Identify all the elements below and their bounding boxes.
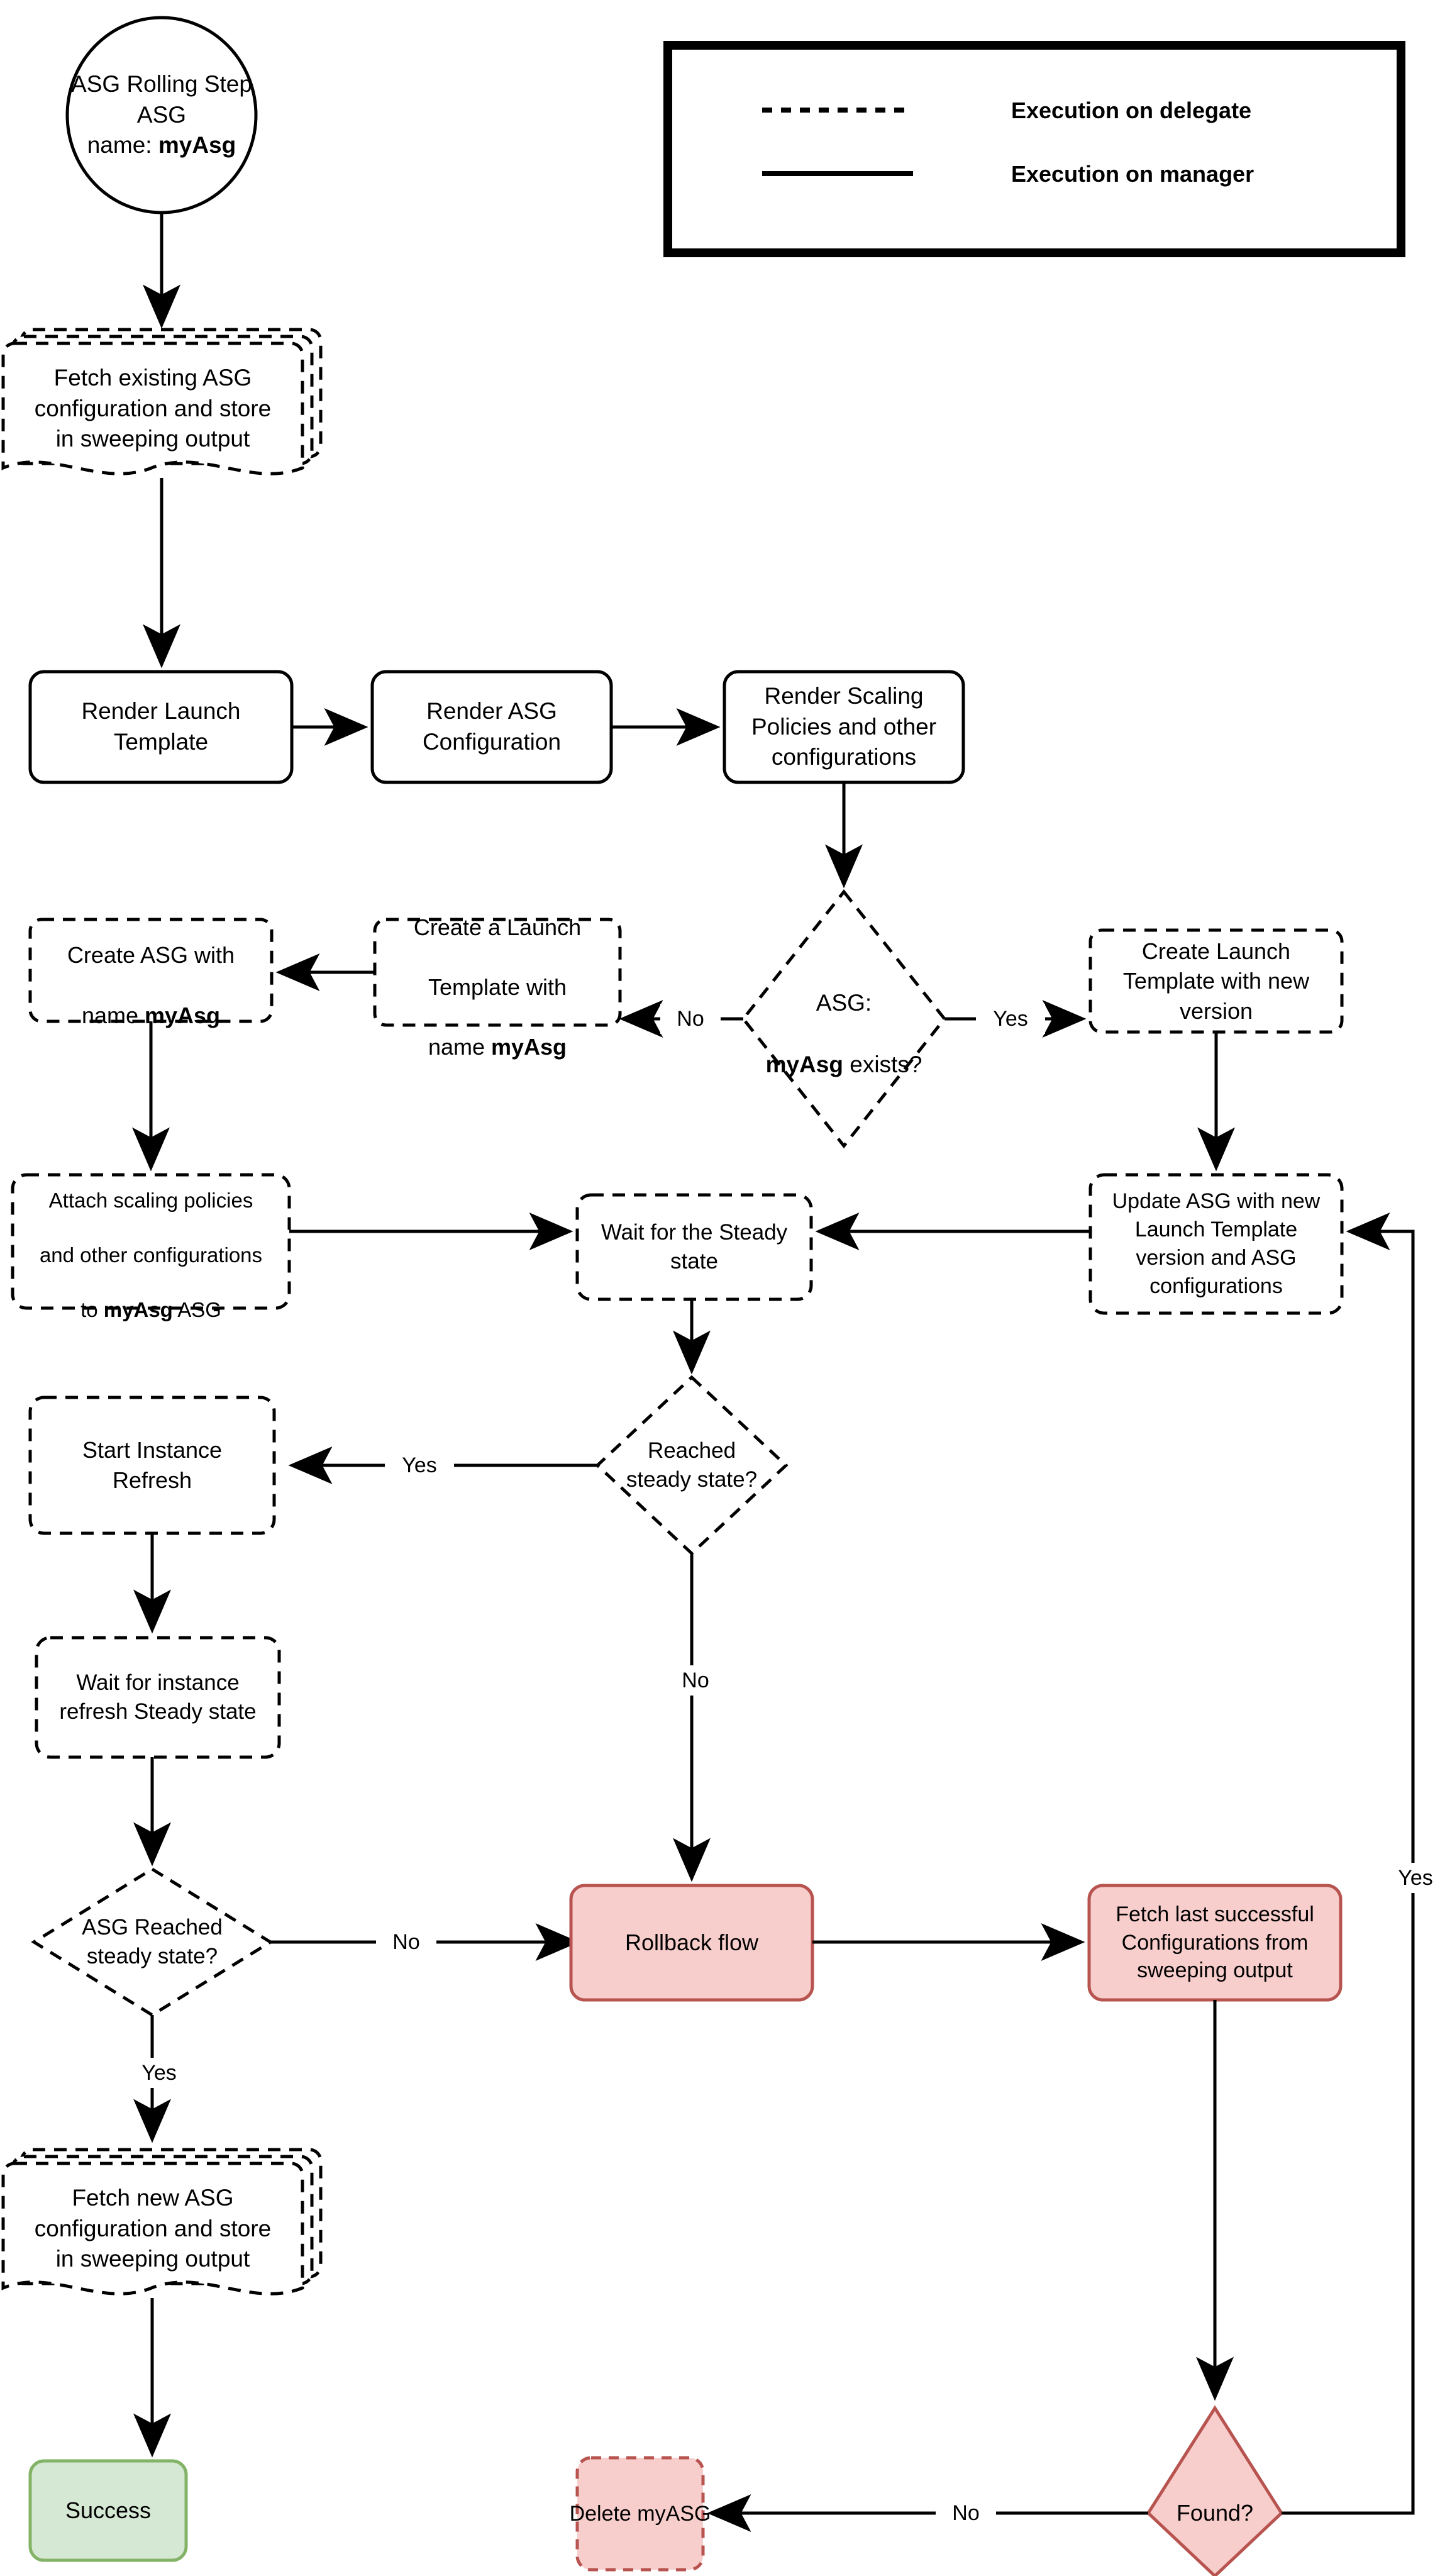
edge-label-asg-exists-yes: Yes: [976, 1004, 1045, 1034]
node-reached-steady-shape: [595, 1375, 789, 1556]
legend-label-manager: Execution on manager: [1011, 161, 1254, 187]
node-fetch-last-successful-shape: [1087, 1884, 1343, 2002]
node-success-shape: [28, 2459, 188, 2562]
node-start-shape: [65, 16, 258, 214]
node-fetch-new-asg-shape: [1, 2148, 323, 2296]
node-create-launch-template-new-version-shape: [1088, 928, 1344, 1034]
node-render-launch-template-shape: [28, 670, 294, 784]
edge-label-found-yes: Yes: [1381, 1863, 1440, 1893]
node-wait-instance-refresh-shape: [35, 1636, 281, 1759]
node-create-asg-myasg-shape: [28, 918, 274, 1023]
node-update-asg-shape: [1088, 1173, 1344, 1315]
node-render-asg-config-shape: [370, 670, 613, 784]
node-delete-myasg-shape: [575, 2456, 705, 2572]
node-asg-reached-steady-shape: [31, 1867, 274, 2017]
node-create-launch-template-myasg-shape: [373, 918, 622, 1027]
node-start-instance-refresh-shape: [28, 1396, 276, 1535]
node-render-scaling-policies-shape: [723, 670, 965, 784]
node-wait-steady-shape: [575, 1193, 813, 1301]
edge-label-reached-steady-yes: Yes: [385, 1450, 454, 1480]
node-asg-exists-shape: [741, 889, 947, 1149]
legend-label-delegate: Execution on delegate: [1011, 97, 1252, 123]
edge-label-asg-exists-no: No: [660, 1004, 721, 1034]
node-attach-scaling-policies-shape: [11, 1173, 291, 1310]
node-found-shape: [1146, 2405, 1284, 2576]
edge-label-asg-reached-steady-no: No: [376, 1927, 436, 1957]
legend-box: [663, 41, 1405, 257]
edge-label-reached-steady-no: No: [665, 1665, 726, 1696]
edge-label-asg-reached-steady-yes: Yes: [125, 2058, 194, 2088]
node-rollback-flow-shape: [569, 1884, 814, 2002]
edge-label-found-no: No: [936, 2498, 996, 2528]
node-fetch-existing-shape: [1, 328, 323, 475]
